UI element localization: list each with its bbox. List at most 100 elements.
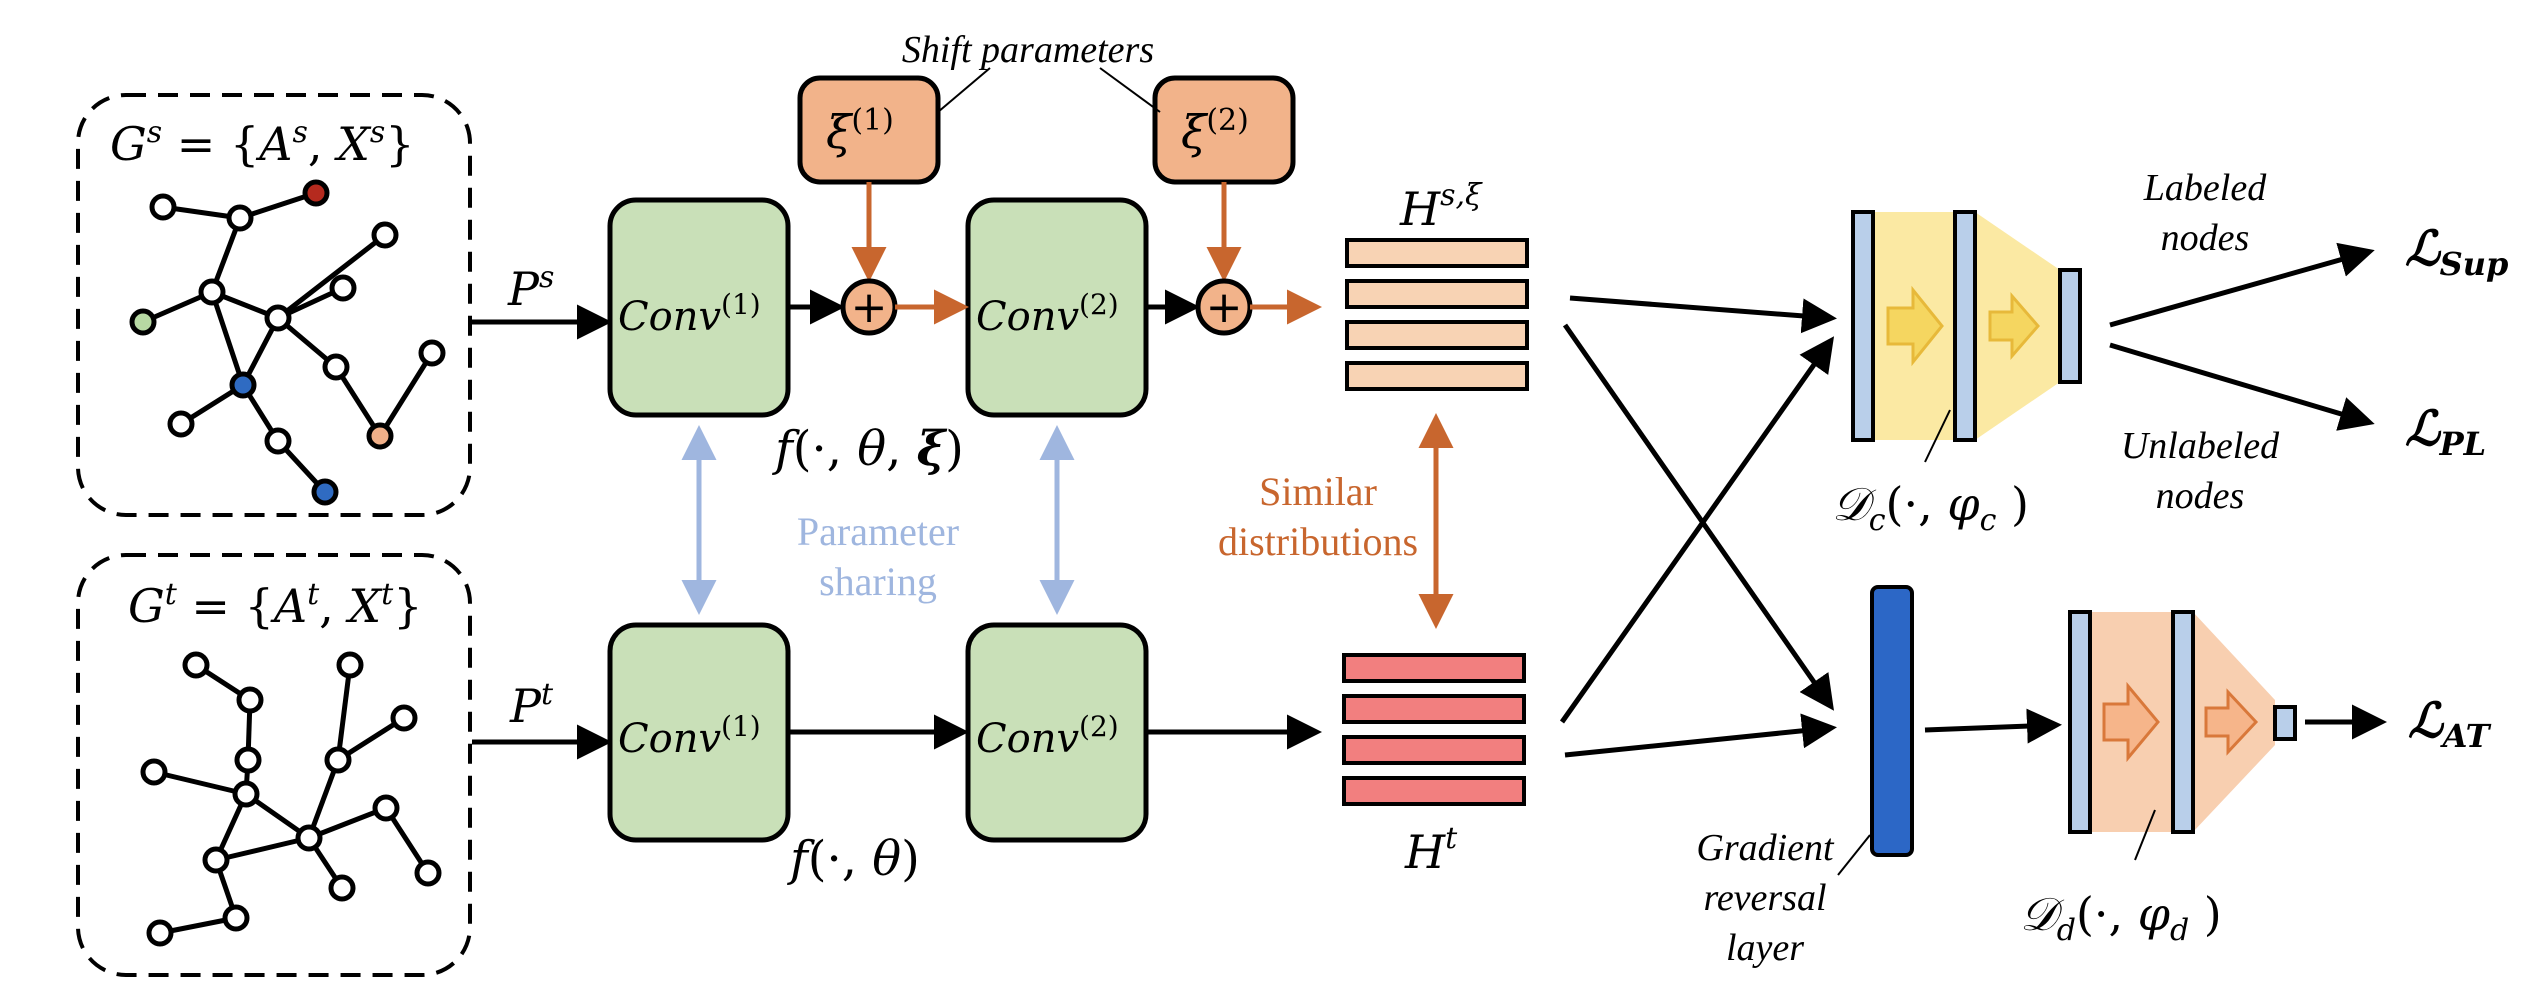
graph-node (146, 919, 174, 947)
shift-parameters-title: Shift parameters (902, 29, 1154, 71)
plus-symbol-2: + (1206, 282, 1243, 333)
source-feature-row (1345, 320, 1529, 350)
discriminator-layer-1 (2068, 610, 2092, 834)
graph-node (226, 204, 254, 232)
target-features: Ht (1342, 653, 1526, 879)
target-feature-row (1342, 776, 1526, 806)
graph-node (295, 824, 323, 852)
graph-node (149, 193, 177, 221)
labeled-nodes-label-2: nodes (2161, 217, 2250, 259)
routing-arrows (1559, 295, 1837, 758)
target-feature-row (1342, 735, 1526, 765)
graph-node (167, 410, 195, 438)
classifier-label-pointer (1924, 409, 1951, 463)
source-conv2-label: Conv(2) (976, 288, 1119, 340)
unlabeled-nodes-label-2: nodes (2156, 475, 2245, 517)
graph-node (371, 221, 399, 249)
graph-node-blue (229, 371, 257, 399)
gradient-reversal-layer (1870, 585, 1914, 857)
classifier-layer-1 (1851, 210, 1875, 442)
classifier-flow-arrow-1 (1886, 285, 1944, 367)
source-feature-row (1345, 361, 1529, 391)
source-graph: Gs = {As, Xs} (76, 93, 472, 517)
target-graph-nodes (140, 651, 442, 947)
parameter-sharing-label-2: sharing (819, 559, 937, 604)
target-feature-row (1342, 694, 1526, 724)
target-feature-row (1342, 653, 1526, 683)
source-function-label: f(·, θ, ξ) (772, 421, 964, 477)
ht-to-grl-arrow (1564, 713, 1837, 758)
graph-node-blue (311, 478, 339, 506)
target-graph-label: Gt = {At, Xt} (128, 577, 423, 633)
source-input-label: Ps (507, 260, 554, 316)
hs-to-grl-arrow (1562, 323, 1835, 711)
graph-node (236, 686, 264, 714)
source-feature-row (1345, 279, 1529, 309)
classifier-to-pl-arrow (2109, 342, 2375, 431)
graph-node (418, 339, 446, 367)
graph-node (372, 794, 400, 822)
graph-node (182, 651, 210, 679)
discriminator-label-pointer (2134, 809, 2156, 861)
graph-node (198, 278, 226, 306)
discriminator-layer-2 (2171, 610, 2195, 834)
source-encoder: Conv(1) Conv(2) ξ(1) ξ(2) Shift paramete… (607, 29, 1322, 477)
grl-label-1: Gradient (1696, 827, 1835, 869)
similar-label-2: distributions (1218, 519, 1418, 564)
supervised-loss-label: ℒSup (2405, 221, 2508, 283)
graph-node (222, 904, 250, 932)
target-encoder: Conv(1) Conv(2) f(·, θ) (607, 622, 1322, 887)
discriminator-label: 𝒟d(·, φd ) (2020, 887, 2222, 948)
target-conv2-label: Conv(2) (976, 710, 1119, 762)
hs-to-classifier-arrow (1569, 295, 1837, 334)
classifier-label: 𝒟c(·, φc ) (1832, 477, 2029, 538)
graph-node (264, 304, 292, 332)
similar-label-1: Similar (1259, 469, 1377, 514)
grl-label-2: reversal (1703, 877, 1826, 919)
classifier-layer-2 (1953, 210, 1977, 442)
input-arrows: Ps Pt (472, 260, 612, 760)
adversarial-loss-label: ℒAT (2408, 693, 2492, 755)
shift-param-1-label: ξ(1) (826, 103, 894, 159)
graph-node (329, 274, 357, 302)
target-function-label: f(·, θ) (787, 831, 920, 887)
source-graph-label: Gs = {As, Xs} (110, 115, 415, 171)
parameter-sharing: Parameter sharing (681, 425, 1075, 615)
discriminator-flow-arrow-1 (2102, 681, 2160, 763)
domain-discriminator: Gradient reversal layer ℒAT 𝒟d(·, φd ) (1696, 585, 2492, 969)
graph-node (414, 859, 442, 887)
graph-node-orange (366, 422, 394, 450)
classifier-to-sup-arrow (2109, 242, 2375, 328)
discriminator-flow-arrow-2 (2204, 688, 2259, 756)
source-feature-row (1345, 238, 1529, 268)
shift-title-pointer-2 (1099, 67, 1161, 113)
graph-node (202, 846, 230, 874)
graph-node (140, 758, 168, 786)
classifier-flow-arrow-2 (1988, 291, 2040, 361)
source-features-label: Hs,ξ (1399, 178, 1483, 236)
graph-node (234, 746, 262, 774)
graph-node (324, 746, 352, 774)
source-graph-frame (76, 93, 472, 517)
plus-symbol-1: + (851, 282, 888, 333)
graph-node (390, 704, 418, 732)
graph-node (264, 427, 292, 455)
grl-label-pointer (1837, 834, 1871, 876)
grl-to-discriminator-arrow (1924, 708, 2062, 744)
target-input-label: Pt (509, 677, 554, 733)
graph-node-green (129, 308, 157, 336)
node-classifier: 𝒟c(·, φc ) Labeled nodes Unlabeled nodes… (1832, 167, 2508, 538)
source-features: Hs,ξ (1345, 178, 1529, 391)
grl-label-3: layer (1726, 927, 1804, 969)
shift-param-2-label: ξ(2) (1181, 103, 1249, 159)
graph-node (232, 780, 260, 808)
pseudo-label-loss-label: ℒPL (2405, 401, 2486, 463)
discriminator-layer-3 (2273, 705, 2297, 741)
labeled-nodes-label-1: Labeled (2143, 167, 2267, 209)
ht-to-classifier-arrow (1559, 336, 1835, 724)
target-conv1-label: Conv(1) (618, 710, 761, 762)
target-graph: Gt = {At, Xt} (76, 553, 472, 977)
source-graph-nodes (129, 179, 446, 506)
classifier-layer-3 (2058, 268, 2082, 384)
